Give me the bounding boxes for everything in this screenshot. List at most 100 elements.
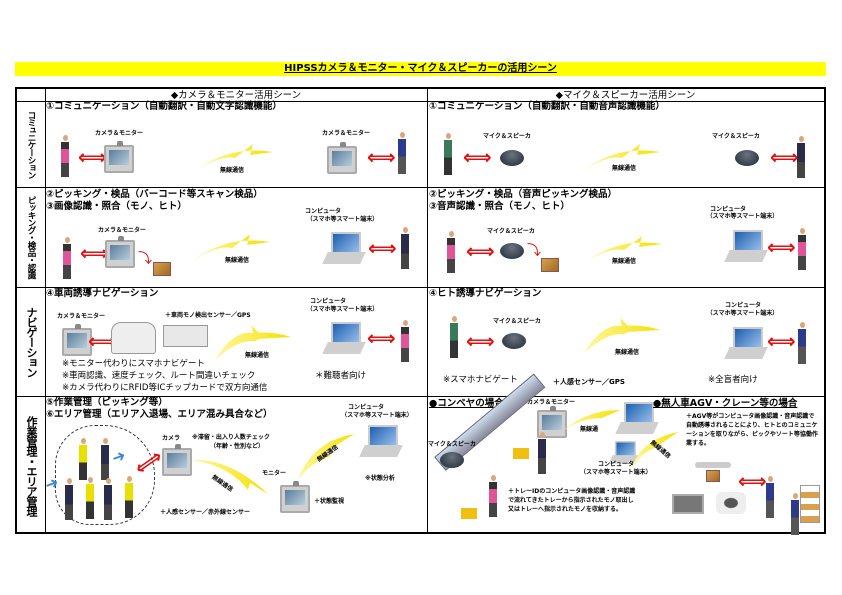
- bidirectional-arrow-icon: ⟺: [738, 469, 767, 493]
- speaker-icon: [500, 150, 524, 166]
- mic-speaker-label: マイク＆スピーカ: [428, 441, 476, 448]
- person-icon: [790, 493, 800, 535]
- package-icon: [153, 262, 171, 276]
- row1-left-heading: ①コミュニケーション（自動翻訳・自動文字認識機能）: [46, 101, 282, 112]
- divider: [17, 101, 824, 102]
- status-monitor-label: ＋状態監視: [314, 498, 345, 505]
- divider: [45, 89, 46, 532]
- drone-package-icon: [706, 470, 720, 482]
- person-icon: [446, 231, 456, 273]
- person-icon: [85, 477, 95, 519]
- person-icon: [797, 322, 807, 364]
- speaker-icon: [500, 243, 524, 259]
- person-icon: [64, 478, 74, 520]
- row3-right-heading: ④ヒト誘導ナビゲーション: [429, 288, 542, 299]
- count-check-label: ※滞留・出入り人数チェック: [192, 434, 270, 441]
- bidirectional-arrow-icon: ⟺: [767, 235, 796, 259]
- mic-speaker-label: マイク＆スピーカ: [712, 133, 760, 140]
- wireless-swoosh-icon: [584, 318, 660, 353]
- human-sensor-label: ＋人感センサー／GPS: [553, 378, 625, 386]
- conveyor-heading: ●コンベヤの場合: [429, 398, 504, 409]
- nav-note: ※カメラ代わりにRFID等ICチップカードで双方向通信: [62, 383, 268, 393]
- laptop-icon: [325, 322, 363, 356]
- person-icon: [537, 432, 547, 474]
- wireless-swoosh-icon: [586, 236, 662, 262]
- smart-device-label: （スマホ等スマート端末）: [341, 412, 413, 419]
- wireless-swoosh-icon: [192, 459, 268, 494]
- laptop-icon: [362, 425, 400, 459]
- camera-monitor-label: カメラ＆モニター: [95, 130, 144, 137]
- cart-icon: [800, 485, 820, 523]
- wireless-label: 無線通信: [615, 349, 640, 356]
- wireless-swoosh-icon: [298, 434, 354, 480]
- computer-label: コンピュータ: [305, 208, 342, 215]
- camera-monitor-icon: [162, 444, 192, 476]
- wireless-label: 無線通: [580, 426, 599, 433]
- bidirectional-arrow-icon: ⟺: [80, 241, 109, 265]
- package-icon: [541, 258, 559, 272]
- sensors-label: ＋人感センサー／赤外線センサー: [160, 509, 251, 516]
- computer-label: コンピュータ: [598, 461, 635, 468]
- bidirectional-arrow-icon: ⟺: [463, 145, 492, 169]
- person-icon: [488, 475, 498, 517]
- row2-left-heading-2: ③画像認識・照合（モノ、ヒト）: [46, 201, 187, 212]
- divider: [17, 396, 824, 397]
- divider: [17, 287, 824, 288]
- person-icon: [397, 132, 407, 174]
- person-icon: [62, 237, 72, 279]
- agv-icon: [672, 494, 704, 514]
- smartphone-nav-note: ※スマホナビゲート: [443, 375, 518, 385]
- wireless-swoosh-icon: [194, 234, 270, 260]
- nav-note: ※車両認識、速度チェック、ルート間違いチェック: [62, 371, 256, 381]
- drone-icon: [695, 462, 731, 468]
- wireless-label: 無線通信: [612, 258, 637, 265]
- camera-monitor-label: カメラ＆モニター: [322, 130, 371, 137]
- smart-device-label: （スマホ等スマート端末）: [306, 216, 379, 223]
- curved-arrow-icon: ⤵: [138, 251, 152, 267]
- camera-monitor-label: カメラ＆モニター: [527, 399, 576, 406]
- vehicle-sensor-label: ＋車両モノ検出センサー／GPS: [165, 312, 251, 319]
- smart-device-label: （スマホ等スマート端末）: [706, 213, 779, 220]
- speaker-icon: [502, 333, 526, 349]
- tray-icon: [513, 448, 529, 459]
- column-header-mic: ◆マイク＆スピーカー活用シーン: [555, 90, 696, 101]
- person-icon: [765, 476, 775, 518]
- bidirectional-arrow-icon: ⟺: [770, 145, 799, 169]
- page-title: HIPSSカメラ＆モニター・マイク＆スピーカーの活用シーン: [284, 63, 557, 74]
- curved-arrow-icon: ⤵: [527, 243, 541, 259]
- person-icon: [124, 476, 134, 518]
- mic-speaker-label: マイク＆スピーカ: [493, 318, 541, 325]
- row1-right-heading: ①コミュニケーション（自動翻訳・自動音声認識機能）: [429, 101, 665, 112]
- monitor-icon: [537, 406, 567, 438]
- laptop-icon: [325, 232, 363, 266]
- monitor-icon: [62, 324, 92, 356]
- person-icon: [103, 478, 113, 520]
- divider: [17, 187, 824, 188]
- bidirectional-arrow-icon: ⟺: [78, 145, 107, 169]
- person-icon: [400, 227, 410, 269]
- camera-label: カメラ: [162, 435, 181, 442]
- computer-label: コンピュータ: [725, 302, 762, 309]
- hearing-impaired-note: ＊難聴者向け: [315, 371, 367, 381]
- row4-heading-2: ⑥エリア管理（エリア入退場、エリア混み具合など）: [46, 409, 273, 420]
- computer-label: コンピュータ: [710, 206, 747, 213]
- robot-icon: [716, 492, 746, 514]
- side-label-picking: ピッキング・検品・認識: [26, 196, 36, 279]
- laptop-icon: [727, 327, 765, 361]
- person-icon: [449, 316, 459, 358]
- bidirectional-arrow-icon: ⟺: [367, 326, 396, 350]
- bidirectional-arrow-icon: ⟺: [466, 239, 495, 263]
- area-boundary: [55, 425, 155, 525]
- wireless-swoosh-icon: [197, 144, 273, 170]
- column-header-camera: ◆カメラ＆モニター活用シーン: [170, 90, 302, 101]
- wireless-label: 無線通信: [612, 165, 637, 172]
- divider: [427, 89, 428, 532]
- person-icon: [796, 136, 806, 178]
- monitor-label: モニター: [262, 470, 287, 477]
- conveyor-description: ＋トレーIDのコンピュータ画像認識・音声認識で流れてきたトレーから指示されたモノ…: [508, 488, 636, 513]
- row2-left-heading-1: ②ピッキング・検品（バーコード等スキャン検品）: [46, 189, 263, 200]
- bidirectional-arrow-icon: ⟺: [767, 329, 796, 353]
- wireless-label: 無線通信: [245, 352, 270, 359]
- wireless-label: 無線通信: [220, 167, 245, 174]
- person-icon: [60, 135, 70, 177]
